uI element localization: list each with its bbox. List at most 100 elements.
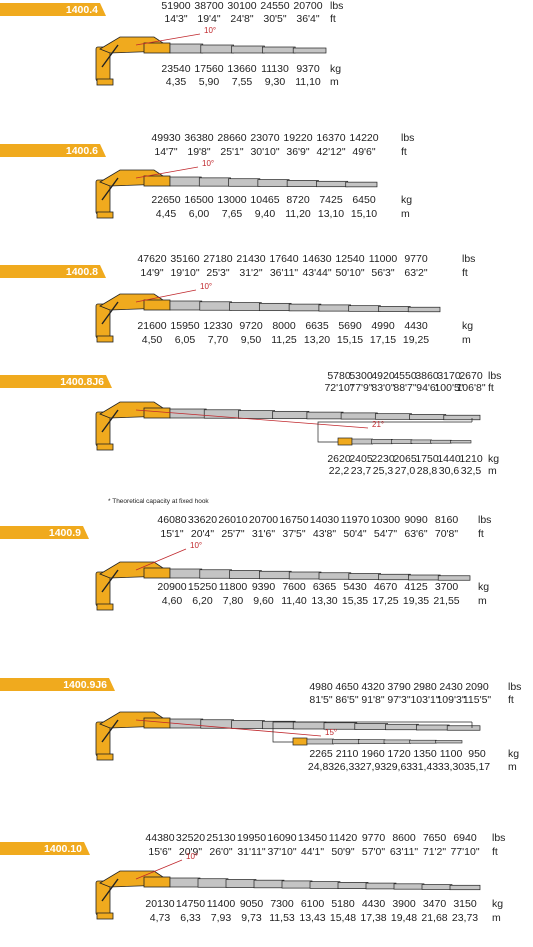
lbs-value: 8160 (435, 514, 459, 526)
lbs-value: 4320 (361, 681, 385, 693)
angle-label: 10° (202, 159, 214, 168)
ft-value: 15'6" (148, 846, 172, 858)
kg-value: 2620 (327, 453, 351, 465)
lbs-unit: lbs (492, 832, 505, 844)
kg-value: 23540 (161, 63, 190, 75)
boom-extension (228, 178, 261, 187)
kg-value: 16500 (184, 194, 213, 206)
jib-extension (306, 738, 334, 745)
kg-value: 1350 (413, 748, 437, 760)
kg-value: 2065 (393, 453, 417, 465)
boom-extension (169, 43, 204, 54)
lbs-unit: lbs (488, 370, 501, 382)
kg-value: 1210 (459, 453, 483, 465)
kg-value: 7600 (282, 581, 306, 593)
kg-value: 4430 (404, 320, 428, 332)
crane-base (96, 335, 114, 343)
kg-value: 6365 (313, 581, 337, 593)
lbs-value: 9770 (362, 832, 386, 844)
lbs-value: 19950 (237, 832, 266, 844)
m-value: 31,43 (412, 761, 438, 773)
boom-extension (253, 879, 285, 889)
boom-extension (446, 725, 481, 731)
lbs-value: 17640 (269, 253, 298, 265)
m-value: 6,20 (192, 595, 213, 607)
ft-unit: ft (330, 13, 336, 25)
lbs-value: 13450 (298, 832, 327, 844)
m-value: 7,93 (211, 912, 232, 924)
m-value: 9,30 (265, 76, 286, 88)
kg-value: 20130 (145, 898, 174, 910)
boom-extension (348, 305, 381, 312)
model-label: 1400.9 (49, 527, 81, 539)
model-label: 1400.4 (66, 4, 98, 16)
boom-extension (449, 884, 481, 891)
boom-extension (409, 414, 447, 420)
m-unit: m (401, 208, 410, 220)
kg-unit: kg (401, 194, 412, 206)
ft-value: 77'9" (349, 382, 373, 394)
ft-value: 56'3" (371, 267, 395, 279)
lbs-value: 24550 (260, 0, 289, 12)
boom-extension (198, 177, 231, 187)
ft-value: 37'10" (267, 846, 296, 858)
boom-extension (407, 306, 441, 313)
model-tab (0, 842, 90, 855)
m-value: 17,38 (360, 912, 386, 924)
lbs-value: 3790 (387, 681, 411, 693)
boom-extension (292, 721, 327, 730)
boom-extension (238, 410, 276, 419)
lbs-value: 4920 (371, 370, 395, 382)
ft-value: 77'10" (450, 846, 479, 858)
m-unit: m (488, 465, 497, 477)
ft-unit: ft (462, 267, 468, 279)
boom-extension (231, 45, 265, 54)
ft-value: 81'5" (309, 694, 333, 706)
m-value: 7,70 (208, 334, 229, 346)
kg-value: 1960 (361, 748, 385, 760)
boom-extension (393, 883, 425, 890)
boom-extension (306, 411, 344, 420)
ft-value: 115'5" (463, 694, 492, 706)
boom-extension (225, 879, 257, 888)
kg-value: 15250 (188, 581, 217, 593)
m-value: 32,5 (461, 465, 482, 477)
footnote: * Theoretical capacity at fixed hook (108, 498, 209, 505)
ft-value: 44'1" (301, 846, 325, 858)
lbs-value: 38700 (194, 0, 223, 12)
boom-extension (316, 180, 349, 188)
ft-value: 50'10" (335, 267, 364, 279)
m-value: 9,60 (253, 595, 274, 607)
lbs-value: 27180 (203, 253, 232, 265)
ft-value: 94'6' (416, 382, 438, 394)
boom-extension (257, 179, 290, 187)
lbs-value: 2430 (439, 681, 463, 693)
kg-value: 7300 (270, 898, 294, 910)
ft-value: 26'0" (209, 846, 233, 858)
boom-extension (262, 720, 296, 730)
angle-label: 10° (190, 541, 202, 550)
kg-value: 9370 (296, 63, 320, 75)
ft-value: 14'7" (154, 146, 178, 158)
boom-extension (437, 575, 471, 581)
lbs-value: 25130 (206, 832, 235, 844)
boom-extension (229, 570, 262, 579)
jib-extension (371, 438, 393, 445)
crane-base (96, 603, 114, 611)
kg-value: 11130 (261, 63, 289, 75)
angle-line (135, 409, 369, 429)
ft-value: 43'44" (302, 267, 331, 279)
lbs-value: 6940 (453, 832, 477, 844)
m-value: 26,33 (334, 761, 360, 773)
jib-extension (435, 740, 463, 744)
m-unit: m (478, 595, 487, 607)
lbs-value: 4980 (309, 681, 333, 693)
angle-label: 15° (325, 728, 337, 737)
boom-extension (272, 410, 310, 420)
lbs-value: 2670 (459, 370, 483, 382)
boom-extension (318, 572, 352, 580)
ft-value: 57'0" (362, 846, 386, 858)
